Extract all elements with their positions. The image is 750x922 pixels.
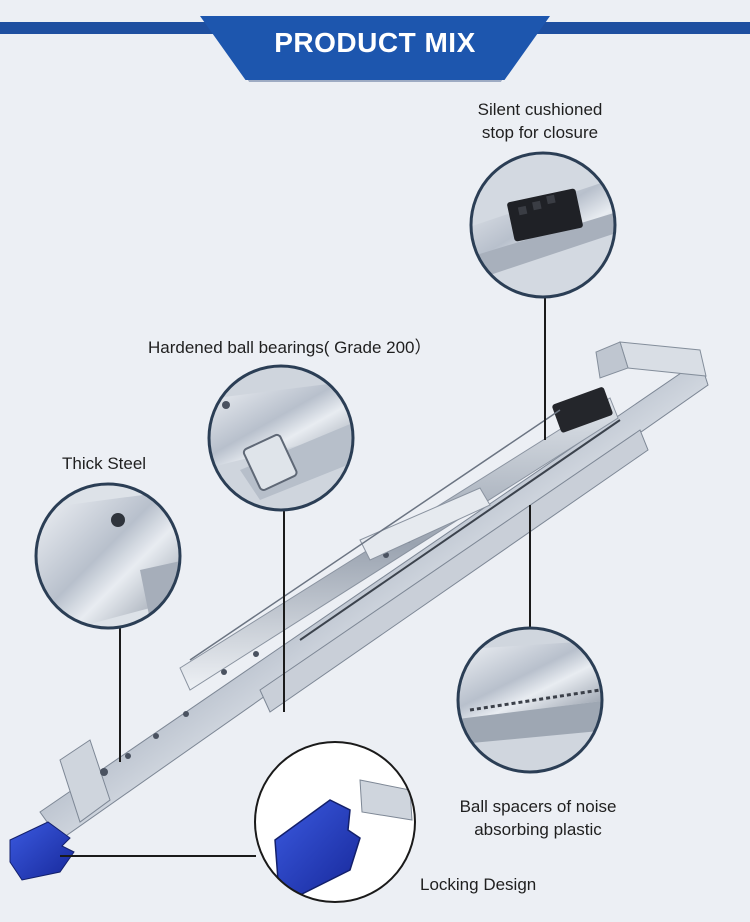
spacers-line2: absorbing plastic <box>474 820 602 839</box>
thick-steel-label: Thick Steel <box>62 454 147 473</box>
locking-design-label: Locking Design <box>420 875 537 894</box>
zoom-circle-thick-steel <box>34 482 182 630</box>
silent-stop-line1: Silent cushioned <box>477 100 603 119</box>
silent-stop-label: Silent cushioned stop for closure <box>470 98 610 144</box>
spacers-line1: Ball spacers of noise <box>459 797 617 816</box>
ball-bearings-label: Hardened ball bearings( Grade 200） <box>148 338 432 357</box>
header-tab <box>200 16 550 80</box>
zoom-circle-ball-bearings <box>207 364 355 512</box>
silent-stop-line2: stop for closure <box>481 123 599 142</box>
page-title: PRODUCT MIX <box>274 27 476 58</box>
spacers-label: Ball spacers of noise absorbing plastic <box>452 795 624 841</box>
zoom-circle-silent-stop <box>469 151 617 299</box>
drawer-slide <box>9 341 709 881</box>
zoom-circle-locking <box>254 741 416 903</box>
callout-lines <box>60 297 546 857</box>
zoom-circle-spacers <box>456 626 604 774</box>
